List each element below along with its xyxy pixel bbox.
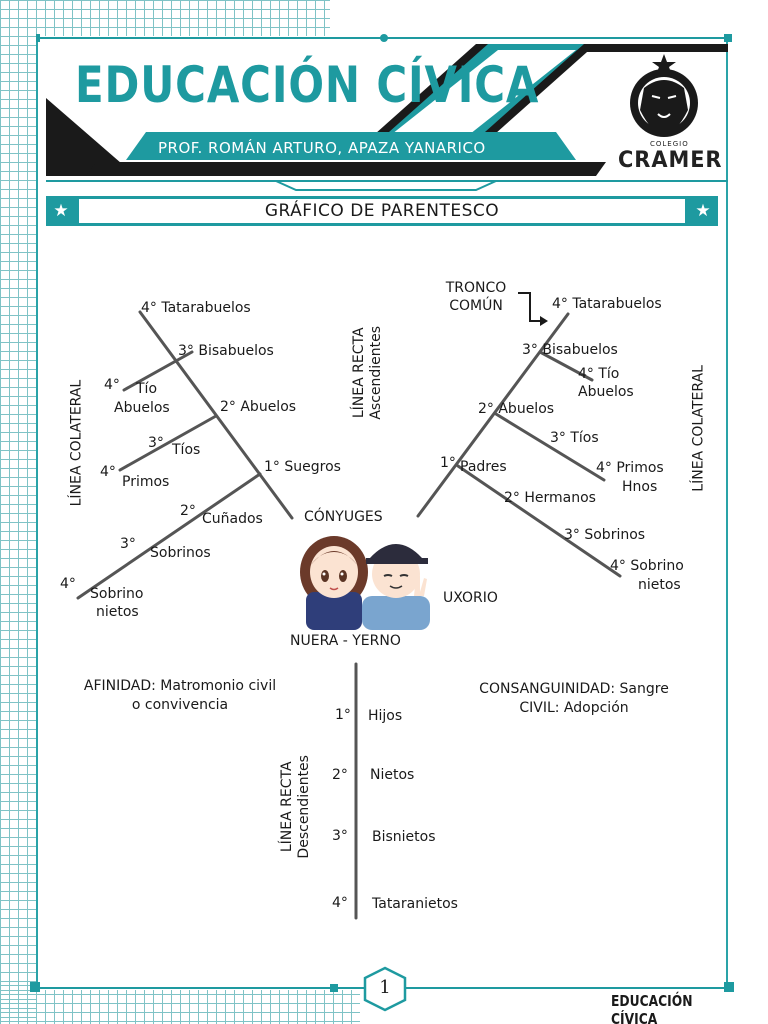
left-cunados-degree: 2° xyxy=(180,503,196,519)
afinidad-line1: AFINIDAD: Matromonio civil xyxy=(83,678,277,694)
left-cunados: Cuñados xyxy=(202,511,263,527)
left-abuelos: 2° Abuelos xyxy=(220,399,297,415)
left-sobrino-nietos-line1: Sobrino xyxy=(90,586,144,602)
right-padres: Padres xyxy=(460,459,507,475)
section-title: GRÁFICO DE PARENTESCO xyxy=(264,201,500,221)
logo-subtitle: COLEGIO xyxy=(650,140,689,148)
left-tios-degree: 3° xyxy=(148,435,164,451)
left-sobrinos: Sobrinos xyxy=(150,545,211,561)
afinidad-line2: o convivencia xyxy=(131,697,229,713)
left-tatarabuelos: 4° Tatarabuelos xyxy=(141,300,251,316)
right-bisabuelos: 3° Bisabuelos xyxy=(522,342,618,358)
right-sobrinos: 3° Sobrinos xyxy=(564,527,646,543)
header-title: EDUCACIÓN CÍVICA xyxy=(75,56,540,114)
right-tatarabuelos: 4° Tatarabuelos xyxy=(552,296,662,312)
left-tios: Tíos xyxy=(172,442,201,458)
tronco-arrow-icon xyxy=(518,292,540,322)
left-sobrino-nietos-line2: nietos xyxy=(96,604,139,620)
descendant-name: Tataranietos xyxy=(372,896,458,912)
tronco-line2: COMÚN xyxy=(449,298,503,314)
header-banner xyxy=(36,34,732,191)
couple-illustration xyxy=(300,536,430,630)
descendant-degree: 3° xyxy=(332,828,348,844)
descendant-degree: 1° xyxy=(335,707,351,723)
consanguinidad-line1: CONSANGUINIDAD: Sangre xyxy=(479,681,669,697)
grid-margin-top xyxy=(0,0,330,36)
right-primos-hnos-line2: Hnos xyxy=(622,479,658,495)
left-tio-abuelos-line1: Tío xyxy=(136,381,158,397)
left-primos-degree: 4° xyxy=(100,464,116,480)
grid-margin-bottom xyxy=(0,985,360,1024)
left-collateral-branch xyxy=(76,472,262,600)
left-sobrino-nietos-degree: 4° xyxy=(60,576,76,592)
right-collateral-branch xyxy=(456,464,622,578)
boy-avatar-icon xyxy=(362,544,430,630)
left-sobrinos-degree: 3° xyxy=(120,536,136,552)
left-tio-abuelos-degree: 4° xyxy=(104,377,120,393)
lion-logo-icon xyxy=(630,54,698,137)
left-bisabuelos: 3° Bisabuelos xyxy=(178,343,274,359)
descendant-name: Hijos xyxy=(368,708,403,724)
right-sobrino-nietos-line1: 4° Sobrino xyxy=(610,558,684,574)
star-icon: ★ xyxy=(53,201,69,221)
descendant-name: Bisnietos xyxy=(372,829,436,845)
left-suegros: 1° Suegros xyxy=(264,459,341,475)
girl-avatar-icon xyxy=(300,536,368,630)
consanguinidad-line2: CIVIL: Adopción xyxy=(519,700,629,716)
star-icon: ★ xyxy=(695,201,711,221)
uxorio-label: UXORIO xyxy=(443,590,498,606)
right-abuelos: 2° Abuelos xyxy=(478,401,555,417)
footer-title: EDUCACIÓN CÍVICA xyxy=(611,992,693,1024)
professor-name: PROF. ROMÁN ARTURO, APAZA YANARICO xyxy=(158,139,486,157)
descendant-degree: 2° xyxy=(332,767,348,783)
left-primos: Primos xyxy=(122,474,170,490)
descendant-name: Nietos xyxy=(370,767,415,783)
right-main-branch xyxy=(416,312,570,518)
section-title-box: GRÁFICO DE PARENTESCO xyxy=(78,198,686,224)
right-tio-abuelos-line2: Abuelos xyxy=(578,384,634,400)
left-tio-abuelos-line2: Abuelos xyxy=(114,400,170,416)
right-hermanos: 2° Hermanos xyxy=(504,490,596,506)
conyuges-label: CÓNYUGES xyxy=(304,509,383,525)
right-tio-abuelos-line1: 4° Tío xyxy=(578,366,620,382)
nuera-yerno-label: NUERA - YERNO xyxy=(290,633,401,649)
right-padres-degree: 1° xyxy=(440,455,456,471)
page-number: 1 xyxy=(379,977,391,998)
tronco-line1: TRONCO xyxy=(445,280,507,296)
right-tios: 3° Tíos xyxy=(550,430,599,446)
right-primos-hnos-line1: 4° Primos xyxy=(596,460,664,476)
logo-name: CRAMER xyxy=(618,148,723,173)
right-sobrino-nietos-line2: nietos xyxy=(638,577,681,593)
descendant-degree: 4° xyxy=(332,895,348,911)
grid-margin-left xyxy=(0,0,36,1024)
